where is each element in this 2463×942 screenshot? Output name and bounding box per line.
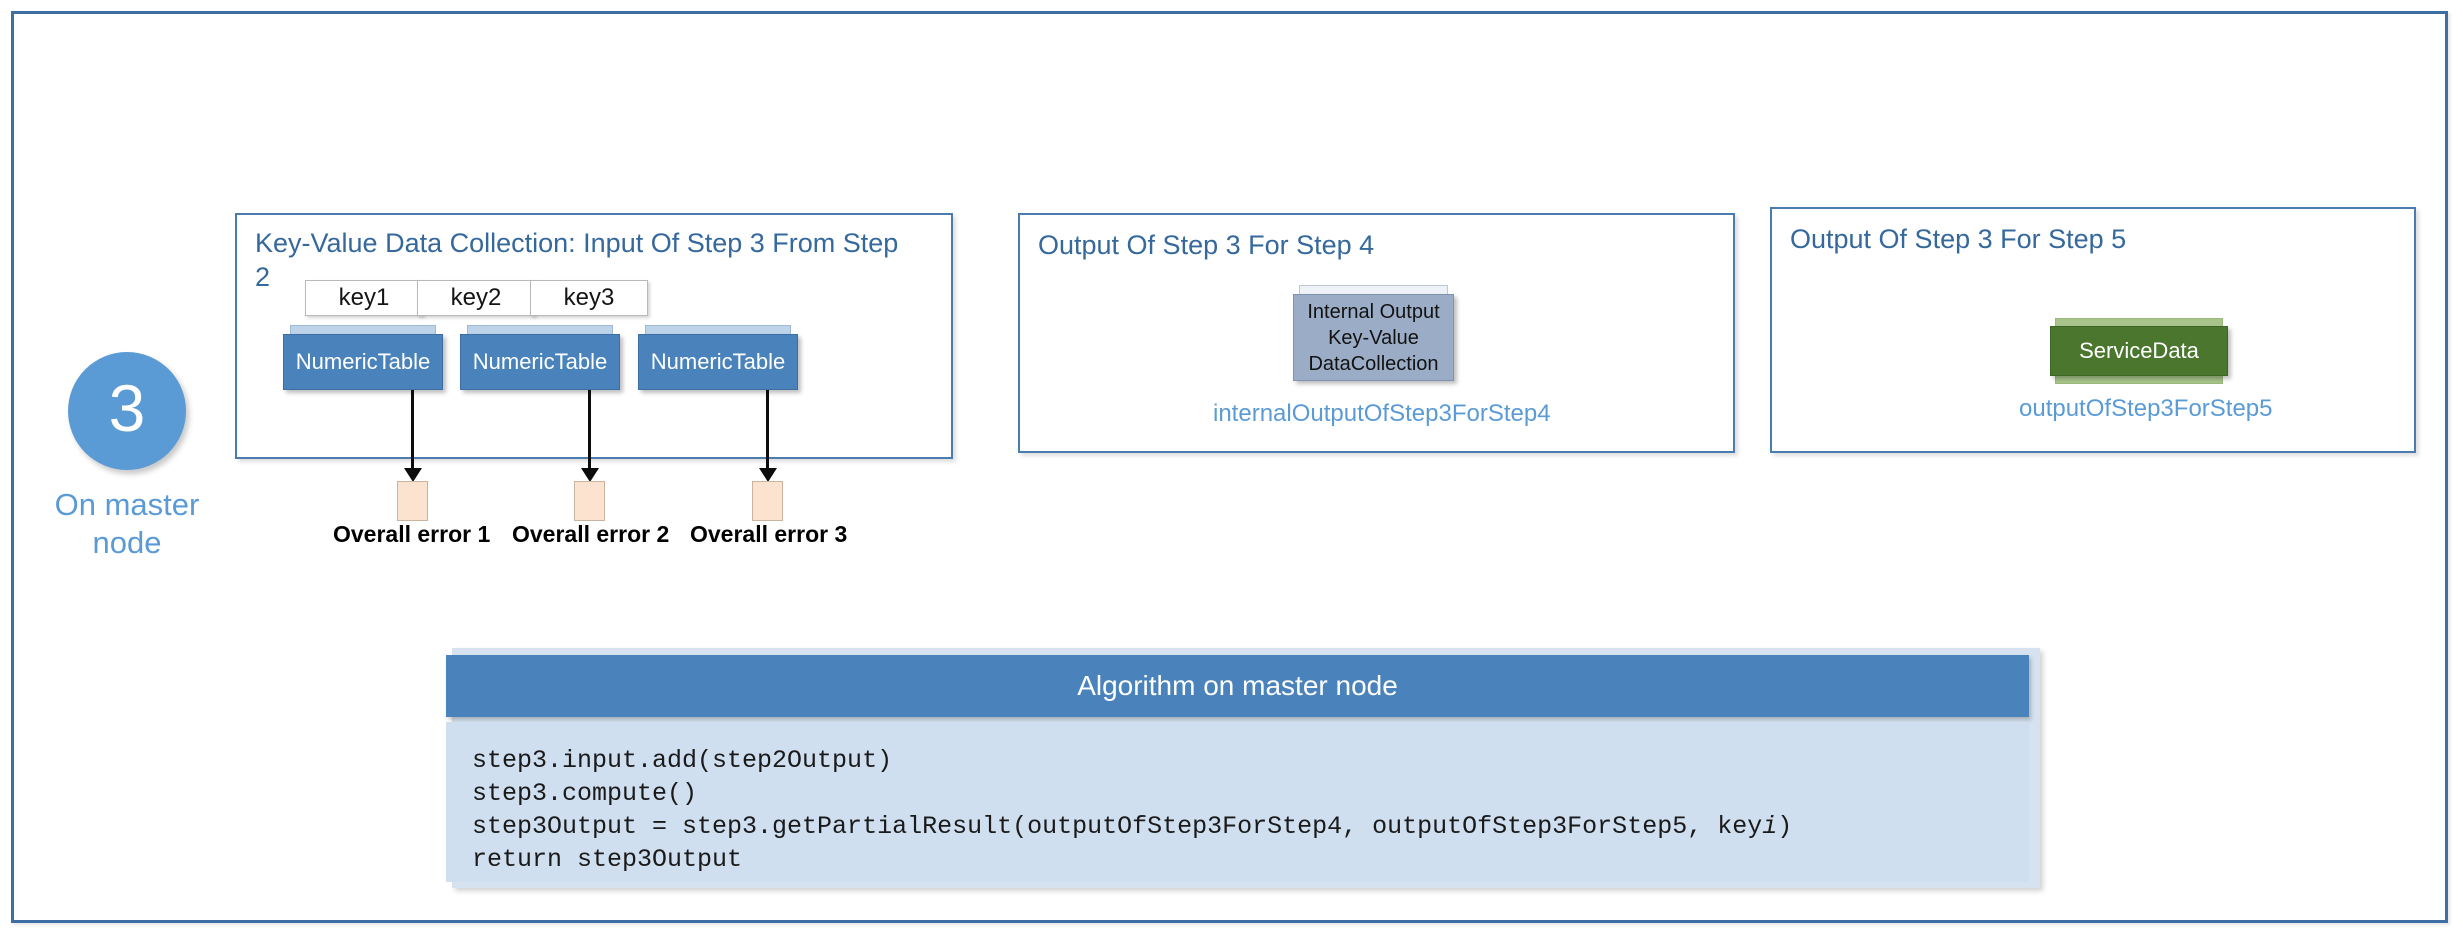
output-step4-panel-title: Output Of Step 3 For Step 4: [1038, 230, 1375, 260]
numeric-table-2: NumericTable: [460, 325, 620, 390]
arrow-line-2: [588, 390, 591, 470]
arrow-head-1: [404, 468, 422, 482]
input-panel-title: Key-Value Data Collection: Input Of Step…: [255, 228, 899, 292]
step-number-badge: 3: [68, 352, 186, 470]
arrow-line-1: [411, 390, 414, 470]
error-square-3: [752, 481, 783, 521]
key-chip-2: key2: [417, 280, 535, 316]
numeric-table-3: NumericTable: [638, 325, 798, 390]
step-number-label: 3: [108, 371, 146, 445]
output-step5-panel-title: Output Of Step 3 For Step 5: [1790, 224, 2127, 254]
internal-output-line1: Internal Output: [1307, 300, 1440, 323]
arrow-head-3: [759, 468, 777, 482]
numeric-table-label-2: NumericTable: [460, 334, 620, 390]
key-chip-1: key1: [305, 280, 423, 316]
error-label-1: Overall error 1: [333, 521, 491, 547]
code-line-3-main: step3Output = step3.getPartialResult(out…: [472, 812, 1763, 841]
numeric-table-label-1: NumericTable: [283, 334, 443, 390]
step-caption-line2: node: [92, 524, 162, 560]
code-line-1: step3.input.add(step2Output): [472, 746, 893, 775]
algorithm-header: Algorithm on master node: [446, 655, 2029, 717]
internal-output-variable-label: internalOutputOfStep3ForStep4: [1213, 400, 1551, 427]
error-label-3: Overall error 3: [690, 521, 848, 547]
code-line-4: return step3Output: [472, 845, 743, 874]
step-caption-line1: On master: [54, 487, 200, 522]
internal-output-box-body: Internal Output Key-Value DataCollection: [1293, 294, 1454, 381]
service-data-box-label: ServiceData: [2050, 326, 2228, 376]
step-caption: On master node: [22, 486, 232, 562]
service-data-variable-label: outputOfStep3ForStep5: [2019, 395, 2273, 422]
error-label-2: Overall error 2: [512, 521, 670, 547]
internal-output-line2: Key-Value: [1328, 326, 1419, 349]
error-square-2: [574, 481, 605, 521]
internal-output-box: Internal Output Key-Value DataCollection: [1293, 285, 1454, 381]
key-chip-3: key3: [530, 280, 648, 316]
error-square-1: [397, 481, 428, 521]
code-line-3: step3Output = step3.getPartialResult(out…: [472, 810, 2003, 843]
arrow-head-2: [581, 468, 599, 482]
code-line-3-tail: ): [1777, 812, 1793, 841]
numeric-table-label-3: NumericTable: [638, 334, 798, 390]
numeric-table-1: NumericTable: [283, 325, 443, 390]
service-data-box: ServiceData: [2050, 318, 2228, 384]
arrow-line-3: [766, 390, 769, 470]
code-line-3-italic-index: i: [1762, 812, 1778, 841]
internal-output-line3: DataCollection: [1308, 352, 1439, 375]
code-line-2: step3.compute(): [472, 779, 698, 808]
algorithm-code-body: step3.input.add(step2Output) step3.compu…: [446, 722, 2029, 882]
